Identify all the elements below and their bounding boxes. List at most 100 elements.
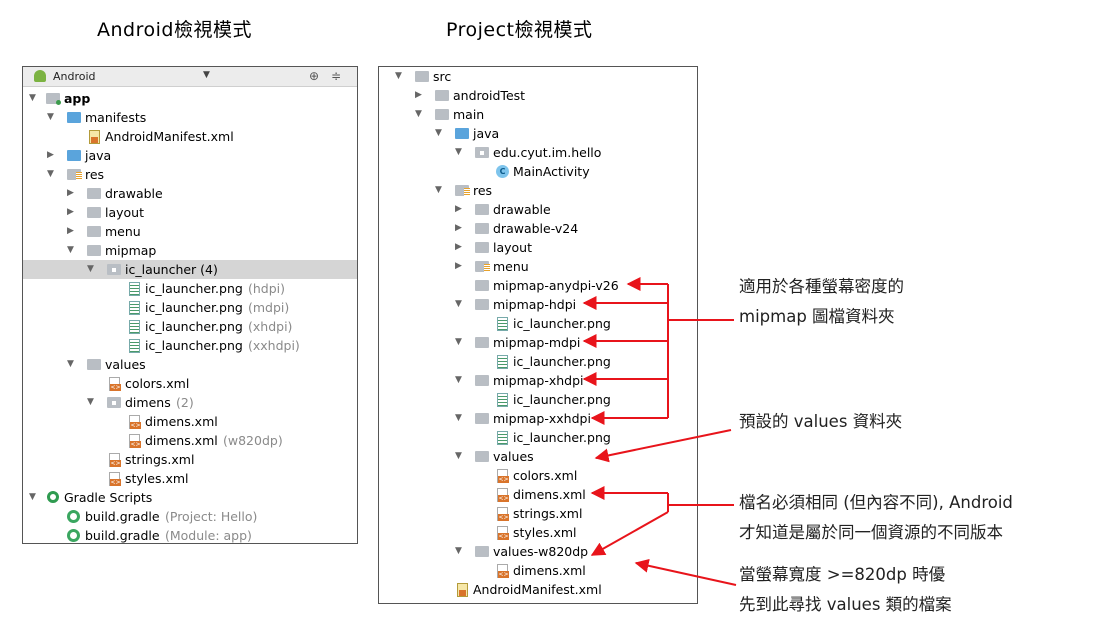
- collapsed-arrow-icon[interactable]: ▶: [455, 261, 462, 271]
- tree-row[interactable]: ▼manifests: [23, 108, 357, 127]
- tree-row[interactable]: ▶ layout: [23, 203, 357, 222]
- expanded-arrow-icon[interactable]: ▼: [455, 299, 462, 309]
- tree-row[interactable]: ▼values: [379, 447, 697, 466]
- tree-row[interactable]: ▼ ic_launcher (4): [23, 260, 357, 279]
- tree-row[interactable]: build.gradle(Project: Hello): [23, 507, 357, 526]
- tree-row[interactable]: ▶ drawable-v24: [379, 219, 697, 238]
- tree-label: build.gradle: [85, 528, 160, 543]
- tree-row[interactable]: ▼ Gradle Scripts: [23, 488, 357, 507]
- folder-icon: [455, 128, 469, 139]
- tree-row[interactable]: ▼dimens(2): [23, 393, 357, 412]
- tree-label: Gradle Scripts: [64, 490, 153, 505]
- expanded-arrow-icon[interactable]: ▼: [395, 71, 402, 81]
- tree-row[interactable]: dimens.xml: [379, 485, 697, 504]
- tree-row[interactable]: ▼ main: [379, 105, 697, 124]
- tree-label: ic_launcher (4): [125, 262, 218, 277]
- tree-row[interactable]: ▼values: [23, 355, 357, 374]
- tree-row[interactable]: ▼mipmap-mdpi: [379, 333, 697, 352]
- expanded-arrow-icon[interactable]: ▼: [455, 147, 462, 157]
- view-mode-select[interactable]: Android: [53, 70, 96, 83]
- collapsed-arrow-icon[interactable]: ▶: [47, 150, 54, 160]
- collapsed-arrow-icon[interactable]: ▶: [415, 90, 422, 100]
- expanded-arrow-icon[interactable]: ▼: [455, 413, 462, 423]
- target-icon[interactable]: ⊕: [309, 69, 320, 83]
- tree-row[interactable]: styles.xml: [379, 523, 697, 542]
- expanded-arrow-icon[interactable]: ▼: [435, 128, 442, 138]
- expanded-arrow-icon[interactable]: ▼: [435, 185, 442, 195]
- tree-row[interactable]: ▶androidTest: [379, 86, 697, 105]
- expanded-arrow-icon[interactable]: ▼: [87, 264, 94, 274]
- tree-row[interactable]: ▶layout: [379, 238, 697, 257]
- expanded-arrow-icon[interactable]: ▼: [455, 451, 462, 461]
- collapsed-arrow-icon[interactable]: ▶: [67, 207, 74, 217]
- tree-row[interactable]: ▼res: [23, 165, 357, 184]
- tree-row[interactable]: ic_launcher.png: [379, 352, 697, 371]
- view-mode-toolbar[interactable]: Android ▼ ⊕ ≑: [23, 67, 357, 87]
- collapsed-arrow-icon[interactable]: ▶: [455, 204, 462, 214]
- tree-row[interactable]: dimens.xml(w820dp): [23, 431, 357, 450]
- collapsed-arrow-icon[interactable]: ▶: [67, 188, 74, 198]
- tree-row[interactable]: ▶drawable: [23, 184, 357, 203]
- tree-row[interactable]: ▶java: [23, 146, 357, 165]
- tree-row[interactable]: colors.xml: [379, 466, 697, 485]
- tree-label: main: [453, 107, 485, 122]
- tree-row[interactable]: strings.xml: [23, 450, 357, 469]
- tree-row[interactable]: ▼src: [379, 67, 697, 86]
- tree-row[interactable]: dimens.xml: [23, 412, 357, 431]
- tree-row[interactable]: colors.xml: [23, 374, 357, 393]
- tree-label: mipmap-anydpi-v26: [493, 278, 619, 293]
- xml-file-icon: [497, 507, 509, 521]
- collapsed-arrow-icon[interactable]: ▶: [455, 223, 462, 233]
- tree-row[interactable]: ▶menu: [23, 222, 357, 241]
- tree-row[interactable]: AndroidManifest.xml: [23, 127, 357, 146]
- expanded-arrow-icon[interactable]: ▼: [29, 492, 36, 502]
- collapse-icon[interactable]: ≑: [331, 69, 342, 83]
- tree-row[interactable]: ▼mipmap-xxhdpi: [379, 409, 697, 428]
- tree-row[interactable]: ic_launcher.png(hdpi): [23, 279, 357, 298]
- tree-label: dimens.xml: [145, 414, 218, 429]
- expanded-arrow-icon[interactable]: ▼: [67, 245, 74, 255]
- expanded-arrow-icon[interactable]: ▼: [29, 93, 36, 103]
- tree-row[interactable]: mipmap-anydpi-v26: [379, 276, 697, 295]
- tree-row[interactable]: ▼app: [23, 89, 357, 108]
- tree-row[interactable]: ▶drawable: [379, 200, 697, 219]
- tree-row[interactable]: ic_launcher.png: [379, 390, 697, 409]
- tree-row[interactable]: styles.xml: [23, 469, 357, 488]
- collapsed-arrow-icon[interactable]: ▶: [67, 226, 74, 236]
- annotation-line: 先到此尋找 values 類的檔案: [739, 595, 952, 614]
- expanded-arrow-icon[interactable]: ▼: [415, 109, 422, 119]
- expanded-arrow-icon[interactable]: ▼: [455, 337, 462, 347]
- tree-row[interactable]: dimens.xml: [379, 561, 697, 580]
- expanded-arrow-icon[interactable]: ▼: [47, 169, 54, 179]
- xml-file-icon: [109, 472, 121, 486]
- tree-row[interactable]: ▶menu: [379, 257, 697, 276]
- tree-row[interactable]: AndroidManifest.xml: [379, 580, 697, 599]
- tree-label: drawable-v24: [493, 221, 579, 236]
- tree-row[interactable]: strings.xml: [379, 504, 697, 523]
- tree-row[interactable]: ic_launcher.png: [379, 428, 697, 447]
- tree-row[interactable]: ic_launcher.png(xxhdpi): [23, 336, 357, 355]
- tree-label: layout: [105, 205, 145, 220]
- collapsed-arrow-icon[interactable]: ▶: [455, 242, 462, 252]
- tree-row[interactable]: ▼res: [379, 181, 697, 200]
- tree-row[interactable]: ▼mipmap: [23, 241, 357, 260]
- tree-row[interactable]: ▼ mipmap-hdpi: [379, 295, 697, 314]
- tree-row[interactable]: ic_launcher.png: [379, 314, 697, 333]
- tree-label: mipmap-hdpi: [493, 297, 577, 312]
- expanded-arrow-icon[interactable]: ▼: [67, 359, 74, 369]
- expanded-arrow-icon[interactable]: ▼: [455, 546, 462, 556]
- tree-label: ic_launcher.png: [145, 281, 243, 296]
- expanded-arrow-icon[interactable]: ▼: [47, 112, 54, 122]
- tree-row[interactable]: ▼java: [379, 124, 697, 143]
- expanded-arrow-icon[interactable]: ▼: [87, 397, 94, 407]
- chevron-down-icon[interactable]: ▼: [203, 70, 210, 80]
- class-icon: C: [496, 165, 509, 178]
- tree-row[interactable]: ▼edu.cyut.im.hello: [379, 143, 697, 162]
- tree-row[interactable]: ic_launcher.png(mdpi): [23, 298, 357, 317]
- tree-row[interactable]: build.gradle(Module: app): [23, 526, 357, 543]
- tree-row[interactable]: ▼values-w820dp: [379, 542, 697, 561]
- expanded-arrow-icon[interactable]: ▼: [455, 375, 462, 385]
- tree-row[interactable]: ▼mipmap-xhdpi: [379, 371, 697, 390]
- tree-row[interactable]: ic_launcher.png(xhdpi): [23, 317, 357, 336]
